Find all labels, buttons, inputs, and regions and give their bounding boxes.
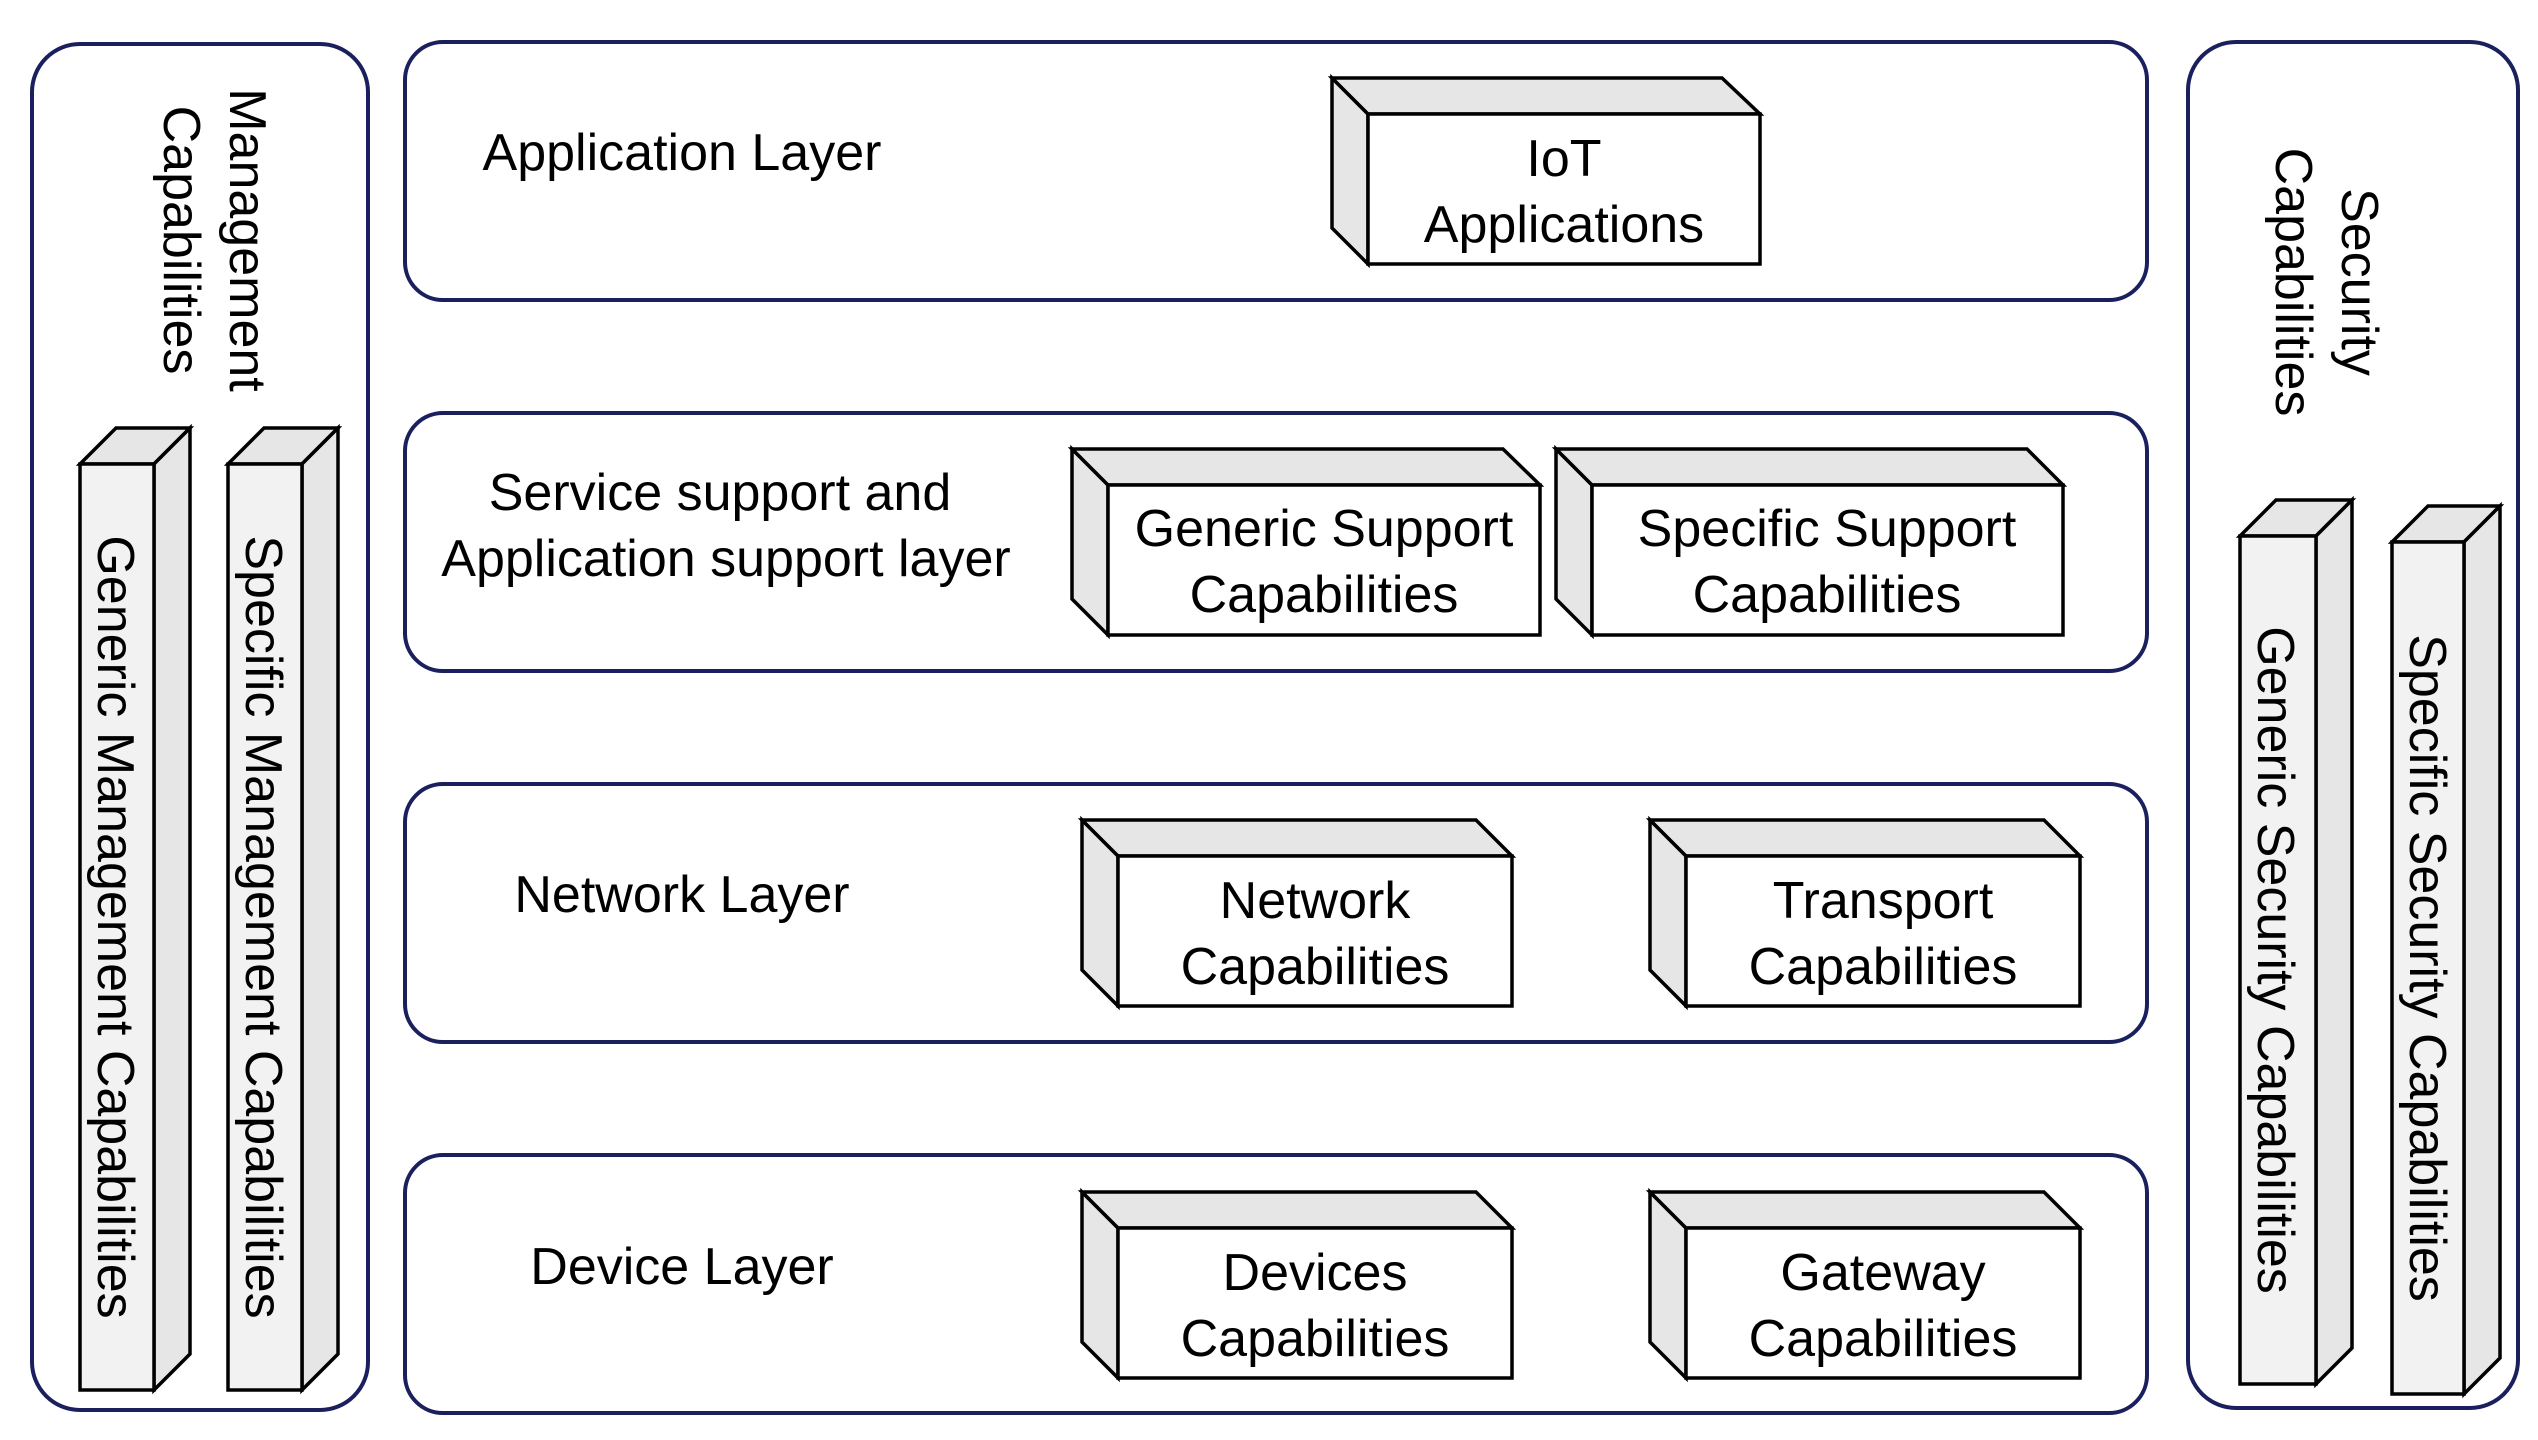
svg-text:Capabilities: Capabilities [1749, 938, 2018, 996]
svg-text:Capabilities: Capabilities [152, 106, 210, 375]
specific-management-capabilities-box: Specific Management Capabilities [223, 423, 343, 1395]
svg-text:Devices: Devices [1223, 1244, 1408, 1302]
svg-text:Generic Management Capabilitie: Generic Management Capabilities [86, 535, 144, 1318]
service-layer-title: Application support layer [441, 530, 1010, 588]
svg-text:Gateway: Gateway [1780, 1244, 1985, 1302]
svg-text:IoT: IoT [1526, 130, 1601, 188]
svg-text:Generic Security Capabilities: Generic Security Capabilities [2246, 626, 2304, 1294]
svg-text:Capabilities: Capabilities [1749, 1310, 2018, 1368]
svg-text:Generic Support: Generic Support [1135, 500, 1514, 558]
svg-text:Specific Support: Specific Support [1638, 500, 2017, 558]
service-layer-title: Service support and [489, 464, 952, 522]
network-capabilities-box: Network Capabilities [1077, 815, 1517, 1011]
svg-text:Capabilities: Capabilities [1190, 566, 1459, 624]
svg-text:Specific Management Capabiliti: Specific Management Capabilities [234, 535, 292, 1318]
security-title: Security Capabilities [2264, 148, 2388, 417]
svg-text:Capabilities: Capabilities [1693, 566, 1962, 624]
network-layer-title: Network Layer [514, 866, 849, 924]
svg-text:Management: Management [218, 88, 276, 392]
svg-text:Security: Security [2330, 188, 2388, 376]
specific-security-capabilities-box: Specific Security Capabilities [2387, 501, 2505, 1399]
generic-management-capabilities-box: Generic Management Capabilities [75, 423, 195, 1395]
management-title: Management Capabilities [152, 88, 276, 392]
devices-capabilities-box: Devices Capabilities [1077, 1187, 1517, 1383]
generic-support-capabilities-box: Generic Support Capabilities [1067, 444, 1545, 640]
iot-applications-box: IoT Applications [1327, 73, 1765, 269]
svg-text:Capabilities: Capabilities [1181, 1310, 1450, 1368]
application-layer-title: Application Layer [483, 124, 882, 182]
svg-text:Specific Security Capabilities: Specific Security Capabilities [2398, 634, 2456, 1302]
transport-capabilities-box: Transport Capabilities [1645, 815, 2085, 1011]
gateway-capabilities-box: Gateway Capabilities [1645, 1187, 2085, 1383]
svg-text:Capabilities: Capabilities [2264, 148, 2322, 417]
svg-text:Network: Network [1220, 872, 1412, 930]
device-layer-title: Device Layer [530, 1238, 833, 1296]
specific-support-capabilities-box: Specific Support Capabilities [1551, 444, 2068, 640]
svg-text:Applications: Applications [1424, 196, 1704, 254]
generic-security-capabilities-box: Generic Security Capabilities [2235, 495, 2357, 1389]
svg-text:Transport: Transport [1773, 872, 1994, 930]
svg-text:Capabilities: Capabilities [1181, 938, 1450, 996]
